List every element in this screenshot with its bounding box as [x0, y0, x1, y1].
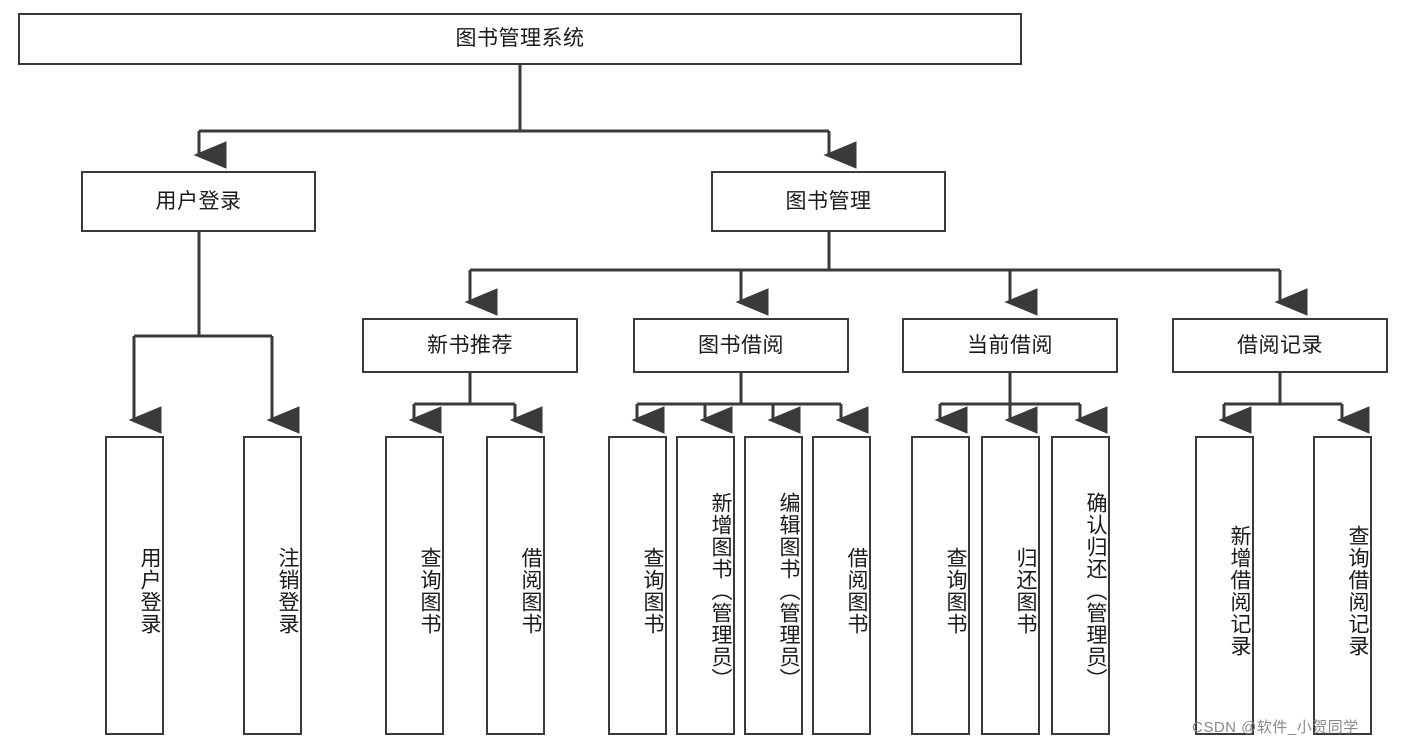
node-leaf-logout-label: 注销登录: [276, 546, 299, 635]
node-leaf-edit-book-admin-label: 编辑图书（管理员）: [777, 491, 800, 690]
node-leaf-user-login[interactable]: 用户登录: [105, 436, 164, 735]
node-leaf-borrow-books-recommend[interactable]: 借阅图书: [486, 436, 545, 735]
node-leaf-query-books-borrow[interactable]: 查询图书: [608, 436, 667, 735]
node-leaf-return-book[interactable]: 归还图书: [981, 436, 1040, 735]
node-book-borrow-label: 图书借阅: [698, 333, 784, 357]
node-leaf-query-books-recommend-label: 查询图书: [418, 546, 441, 635]
node-current-borrow[interactable]: 当前借阅: [902, 318, 1118, 373]
csdn-watermark: CSDN @软件_小贺同学: [1192, 719, 1359, 736]
node-leaf-query-books-current[interactable]: 查询图书: [911, 436, 970, 735]
node-leaf-borrow-books-recommend-label: 借阅图书: [519, 546, 542, 635]
node-leaf-query-borrow-record-label: 查询借阅记录: [1346, 524, 1369, 657]
node-leaf-borrow-book[interactable]: 借阅图书: [812, 436, 871, 735]
node-leaf-user-login-label: 用户登录: [138, 546, 161, 635]
node-leaf-query-books-recommend[interactable]: 查询图书: [385, 436, 444, 735]
node-leaf-add-book-admin[interactable]: 新增图书（管理员）: [676, 436, 735, 735]
node-leaf-edit-book-admin[interactable]: 编辑图书（管理员）: [744, 436, 803, 735]
node-leaf-confirm-return-admin-label: 确认归还（管理员）: [1084, 491, 1107, 690]
node-user-login[interactable]: 用户登录: [81, 171, 316, 232]
node-leaf-query-books-borrow-label: 查询图书: [641, 546, 664, 635]
node-root[interactable]: 图书管理系统: [18, 13, 1022, 65]
node-leaf-add-borrow-record-label: 新增借阅记录: [1228, 524, 1251, 657]
node-new-book-recommend[interactable]: 新书推荐: [362, 318, 578, 373]
node-current-borrow-label: 当前借阅: [967, 333, 1053, 357]
node-borrow-records-label: 借阅记录: [1237, 333, 1323, 357]
node-borrow-records[interactable]: 借阅记录: [1172, 318, 1388, 373]
node-book-borrow[interactable]: 图书借阅: [633, 318, 849, 373]
node-book-management-label: 图书管理: [785, 189, 872, 213]
node-leaf-confirm-return-admin[interactable]: 确认归还（管理员）: [1051, 436, 1110, 735]
node-root-label: 图书管理系统: [455, 27, 585, 51]
node-user-login-label: 用户登录: [155, 189, 242, 213]
node-leaf-query-borrow-record[interactable]: 查询借阅记录: [1313, 436, 1372, 735]
node-new-book-recommend-label: 新书推荐: [427, 333, 513, 357]
node-book-management[interactable]: 图书管理: [711, 171, 946, 232]
node-leaf-query-books-current-label: 查询图书: [944, 546, 967, 635]
node-leaf-borrow-book-label: 借阅图书: [845, 546, 868, 635]
node-leaf-logout[interactable]: 注销登录: [243, 436, 302, 735]
node-leaf-return-book-label: 归还图书: [1014, 546, 1037, 635]
node-leaf-add-book-admin-label: 新增图书（管理员）: [709, 491, 732, 690]
node-leaf-add-borrow-record[interactable]: 新增借阅记录: [1195, 436, 1254, 735]
